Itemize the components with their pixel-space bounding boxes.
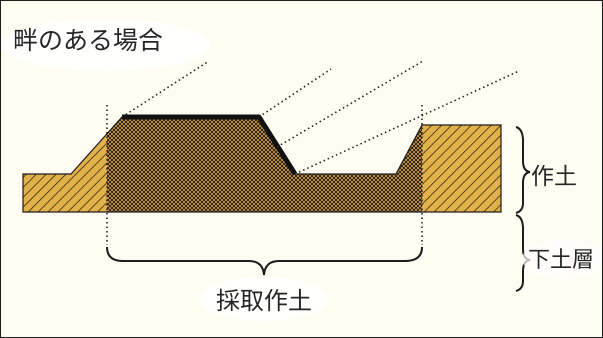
harvest-area <box>107 117 422 212</box>
topsoil-brace <box>515 126 531 214</box>
harvest-brace <box>106 246 423 276</box>
guide-lines <box>121 60 520 175</box>
harvested-topsoil-label: 採取作土 <box>216 287 312 315</box>
outer-topsoil-right <box>422 125 501 212</box>
topsoil-label: 作土 <box>531 164 577 190</box>
title-halo <box>2 19 210 71</box>
boundary-lines <box>106 105 423 245</box>
soil-cross-section <box>22 114 502 213</box>
outer-topsoil-left <box>23 133 107 212</box>
title: 畔のある場合 <box>13 26 163 55</box>
subsoil-label: 下土層 <box>528 248 594 273</box>
